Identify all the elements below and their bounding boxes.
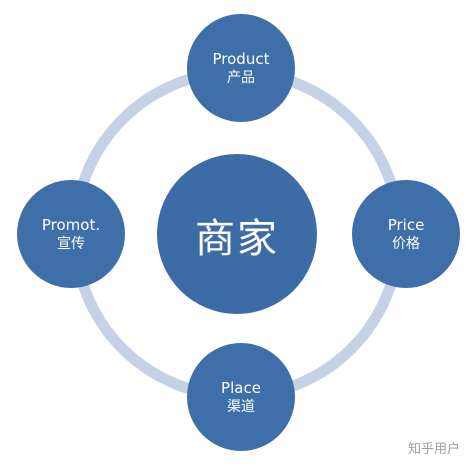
node-circle-price [352,180,460,288]
node-circle-promotion [17,180,125,288]
watermark: 知乎用户 [407,442,460,457]
center-circle [157,154,317,314]
node-circle-product [187,14,295,122]
node-circle-place [187,343,295,451]
center-label: 商家 [195,216,279,262]
